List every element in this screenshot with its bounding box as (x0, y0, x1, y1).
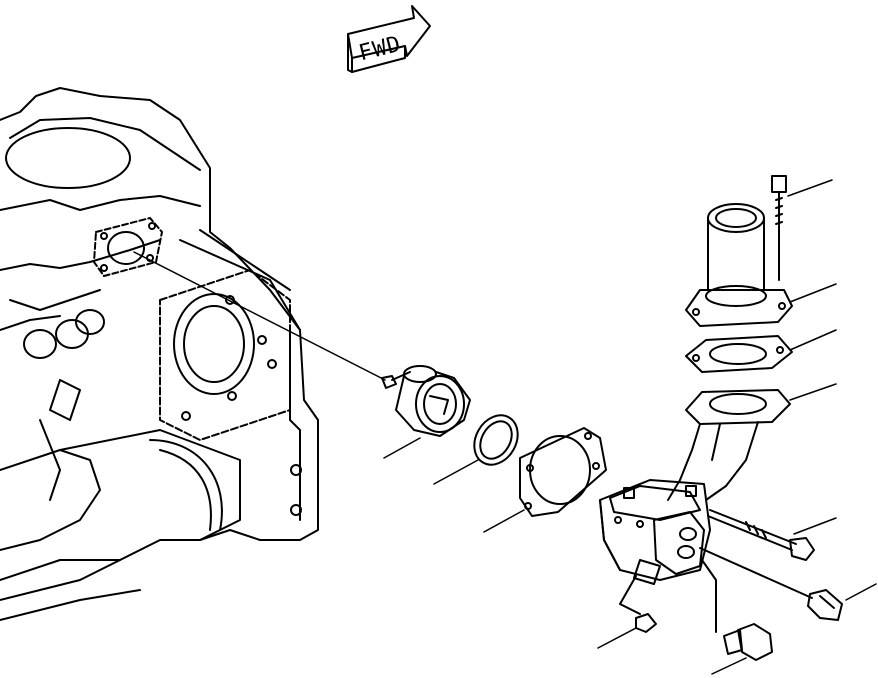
leader-line-sensor (845, 583, 877, 601)
leader-line-upper-gasket (789, 329, 837, 351)
bolt-top (771, 175, 833, 281)
thermostat-housing (599, 383, 837, 585)
thermostat-gasket (483, 427, 607, 533)
engine-block (0, 87, 319, 621)
leader-line-outlet-pipe (789, 283, 837, 303)
leader-line-small-screw (597, 627, 637, 649)
leader-line-seal (433, 459, 479, 485)
leader-line-gasket (483, 509, 525, 533)
small-screw (597, 575, 657, 649)
leader-line-housing (789, 383, 837, 401)
leader-line-bolt-top (787, 179, 833, 197)
leader-line-housing-bolt (793, 517, 837, 535)
seal-ring (433, 414, 519, 485)
thermostat (381, 365, 471, 459)
leader-line-thermostat (383, 437, 421, 459)
upper-gasket (685, 329, 837, 373)
fwd-arrow-indicator: FWD (347, 5, 431, 73)
temperature-sensor (699, 547, 877, 621)
water-outlet-pipe (685, 203, 837, 327)
housing-bolt (707, 509, 837, 561)
drain-plug (701, 559, 773, 675)
leader-line-drain-plug (711, 657, 747, 675)
leader-line-block (133, 251, 386, 381)
